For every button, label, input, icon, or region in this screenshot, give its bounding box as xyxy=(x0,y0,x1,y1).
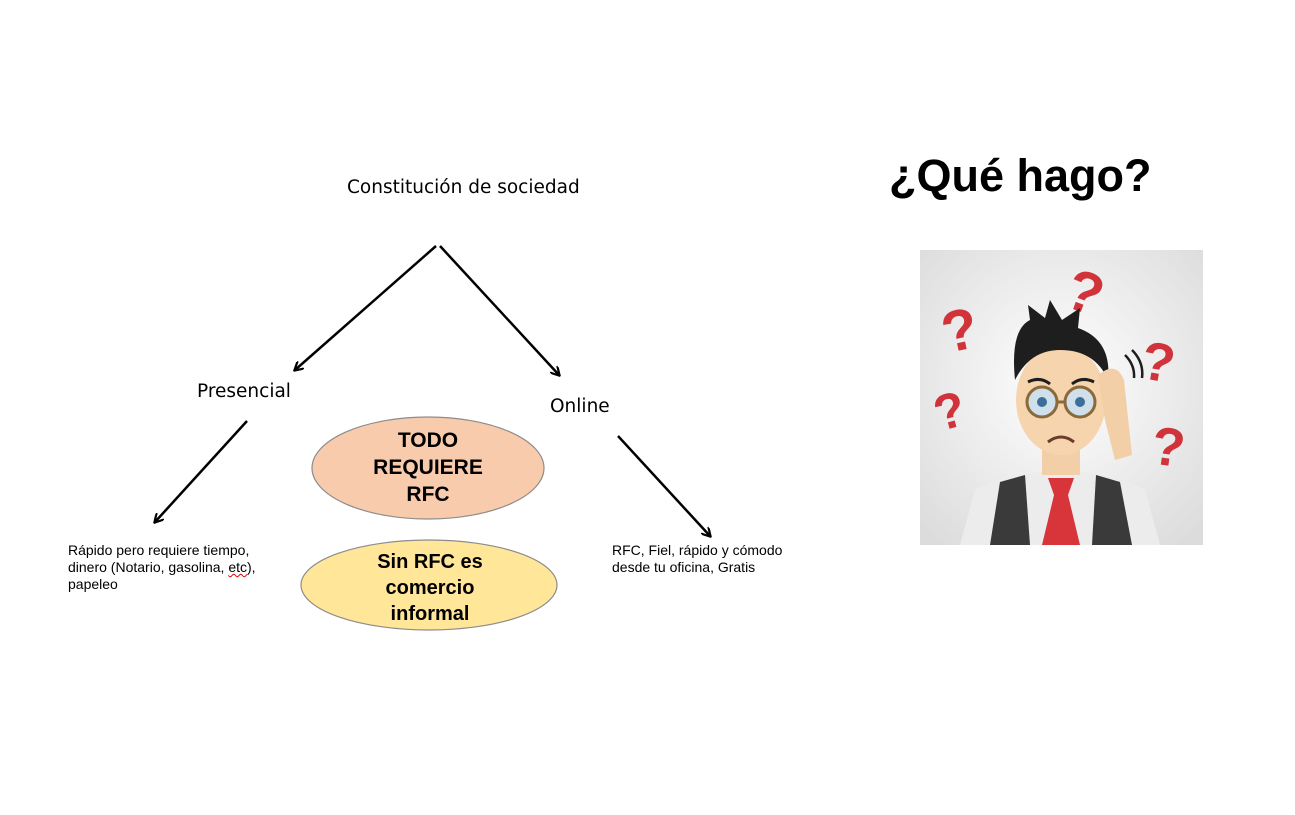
callout-line: REQUIERE xyxy=(373,456,483,479)
online-note: RFC, Fiel, rápido y cómodo desde tu ofic… xyxy=(612,542,782,576)
callout-ellipse-requires-rfc xyxy=(311,416,545,520)
note-line: papeleo xyxy=(68,576,118,592)
note-line: RFC, Fiel, rápido y cómodo xyxy=(612,542,783,558)
spellcheck-word: etc xyxy=(228,559,247,575)
callout-informal: Sin RFC es comercio informal xyxy=(330,549,530,627)
confused-man-illustration: ? ? ? ? ? xyxy=(920,250,1203,545)
note-line: dinero (Notario, gasolina, etc), xyxy=(68,559,256,576)
presencial-note: Rápido pero requiere tiempo, dinero (Not… xyxy=(68,542,256,593)
note-line: Rápido pero requiere tiempo, xyxy=(68,542,250,558)
callout-line: informal xyxy=(390,603,470,625)
callout-line: Sin RFC es xyxy=(377,551,483,573)
arrow-presencial-to-note xyxy=(155,420,248,522)
arrow-root-to-online xyxy=(439,245,559,375)
branch-label-presencial: Presencial xyxy=(197,381,291,402)
branch-label-online: Online xyxy=(550,396,610,417)
note-text: dinero (Notario, gasolina, xyxy=(68,559,229,575)
callout-line: TODO xyxy=(397,429,459,452)
root-node-label: Constitución de sociedad xyxy=(347,177,580,198)
callout-line: comercio xyxy=(385,577,475,599)
arrow-root-to-presencial xyxy=(295,245,437,370)
callout-requires-rfc: TODO REQUIERE RFC xyxy=(328,427,528,508)
callout-ellipse-informal xyxy=(300,539,558,631)
note-line: desde tu oficina, Gratis xyxy=(612,559,756,575)
arrow-online-to-note xyxy=(617,435,710,536)
slide-title: ¿Qué hago? xyxy=(889,150,1152,201)
callout-line: RFC xyxy=(406,483,450,506)
note-text: ), xyxy=(247,559,256,575)
